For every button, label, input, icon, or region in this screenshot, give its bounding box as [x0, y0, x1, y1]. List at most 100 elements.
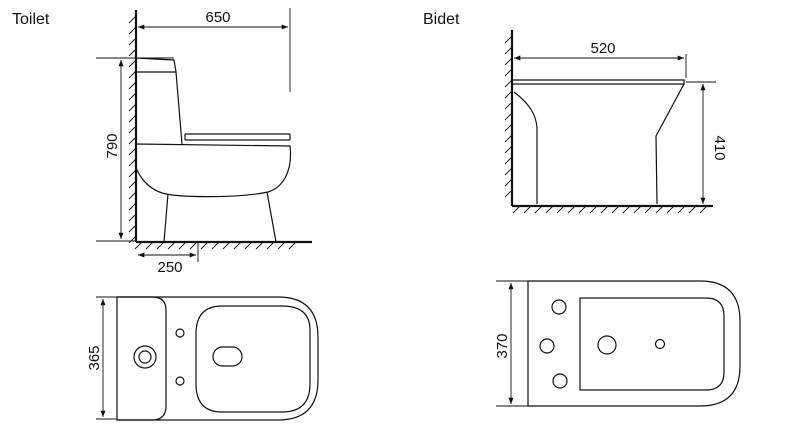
hatch-stroke	[128, 125, 137, 134]
hatch-stroke	[578, 205, 587, 214]
hatch-stroke	[534, 205, 543, 214]
hatch-stroke	[504, 68, 513, 77]
hatch-stroke	[589, 205, 598, 214]
bidet-top-basin	[579, 297, 725, 391]
toilet-seat	[184, 133, 291, 141]
hatch-stroke	[504, 145, 513, 154]
hatch-stroke	[255, 241, 264, 250]
hatch-stroke	[128, 26, 137, 35]
toilet-seat-hole-bottom	[175, 376, 185, 386]
hatch-stroke	[128, 59, 137, 68]
bidet-back-curve	[513, 91, 538, 204]
hatch-stroke	[504, 156, 513, 165]
bidet-floor-hatch	[512, 205, 708, 214]
hatch-stroke	[504, 112, 513, 121]
hatch-stroke	[200, 241, 209, 250]
toilet-top-outline	[116, 296, 319, 421]
hatch-stroke	[545, 205, 554, 214]
toilet-top-view: 365	[86, 296, 319, 421]
bidet-drain-hole	[597, 335, 617, 355]
hatch-stroke	[128, 48, 137, 57]
hatch-stroke	[504, 189, 513, 198]
hatch-stroke	[128, 92, 137, 101]
hatch-stroke	[134, 241, 143, 250]
hatch-stroke	[128, 191, 137, 200]
hatch-stroke	[288, 241, 297, 250]
hatch-stroke	[189, 241, 198, 250]
hatch-stroke	[128, 224, 137, 233]
bidet-front	[655, 83, 685, 205]
hatch-stroke	[504, 178, 513, 187]
hatch-stroke	[128, 15, 137, 24]
hatch-stroke	[128, 70, 137, 79]
toilet-wall-hatch	[128, 15, 137, 244]
hatch-stroke	[233, 241, 242, 250]
hatch-stroke	[244, 241, 253, 250]
toilet-top-tank	[117, 296, 167, 421]
toilet-height-label: 790	[104, 133, 121, 158]
toilet-side-view: 650 790 250	[96, 8, 312, 276]
bidet-title: Bidet	[423, 11, 460, 28]
hatch-stroke	[699, 205, 708, 214]
hatch-stroke	[156, 241, 165, 250]
bidet-wall-hatch	[504, 35, 513, 198]
hatch-stroke	[504, 123, 513, 132]
hatch-stroke	[504, 101, 513, 110]
hatch-stroke	[504, 134, 513, 143]
bidet-top-view: 370	[494, 280, 741, 407]
toilet-pedestal-right	[266, 191, 277, 243]
toilet-flush-button-outer	[133, 345, 157, 369]
hatch-stroke	[167, 241, 176, 250]
bidet-overflow-hole	[654, 338, 666, 350]
hatch-stroke	[128, 147, 137, 156]
hatch-stroke	[688, 205, 697, 214]
toilet-width-label: 365	[86, 345, 103, 370]
toilet-pedestal-left	[163, 193, 169, 243]
hatch-stroke	[128, 169, 137, 178]
hatch-stroke	[622, 205, 631, 214]
hatch-stroke	[600, 205, 609, 214]
toilet-depth-label: 650	[205, 9, 230, 26]
hatch-stroke	[128, 103, 137, 112]
toilet-tank-lid	[135, 57, 177, 73]
hatch-stroke	[128, 202, 137, 211]
hatch-stroke	[277, 241, 286, 250]
hatch-stroke	[128, 37, 137, 46]
bidet-top-outline	[527, 280, 741, 407]
hatch-stroke	[128, 235, 137, 244]
hatch-stroke	[504, 57, 513, 66]
hatch-stroke	[556, 205, 565, 214]
toilet-flush-button-inner	[138, 350, 152, 364]
toilet-outlet-label: 250	[157, 259, 182, 276]
hatch-stroke	[128, 136, 137, 145]
bidet-hole-bottom	[552, 373, 568, 389]
hatch-stroke	[178, 241, 187, 250]
hatch-stroke	[655, 205, 664, 214]
hatch-stroke	[145, 241, 154, 250]
hatch-stroke	[523, 205, 532, 214]
bidet-depth-label: 520	[590, 40, 615, 57]
hatch-stroke	[504, 46, 513, 55]
toilet-floor-hatch	[134, 241, 297, 250]
hatch-stroke	[128, 180, 137, 189]
hatch-stroke	[128, 114, 137, 123]
hatch-stroke	[504, 167, 513, 176]
hatch-stroke	[666, 205, 675, 214]
hatch-stroke	[128, 81, 137, 90]
hatch-stroke	[677, 205, 686, 214]
toilet-title: Toilet	[12, 11, 50, 28]
bidet-side-view: 520 410	[504, 30, 728, 214]
hatch-stroke	[633, 205, 642, 214]
bidet-rim	[512, 79, 685, 85]
toilet-top-bowl	[195, 305, 311, 413]
hatch-stroke	[266, 241, 275, 250]
toilet-tank-front	[175, 71, 183, 145]
hatch-stroke	[222, 241, 231, 250]
hatch-stroke	[128, 213, 137, 222]
hatch-stroke	[211, 241, 220, 250]
hatch-stroke	[512, 205, 521, 214]
toilet-bowl	[135, 143, 292, 198]
hatch-stroke	[504, 79, 513, 88]
hatch-stroke	[644, 205, 653, 214]
